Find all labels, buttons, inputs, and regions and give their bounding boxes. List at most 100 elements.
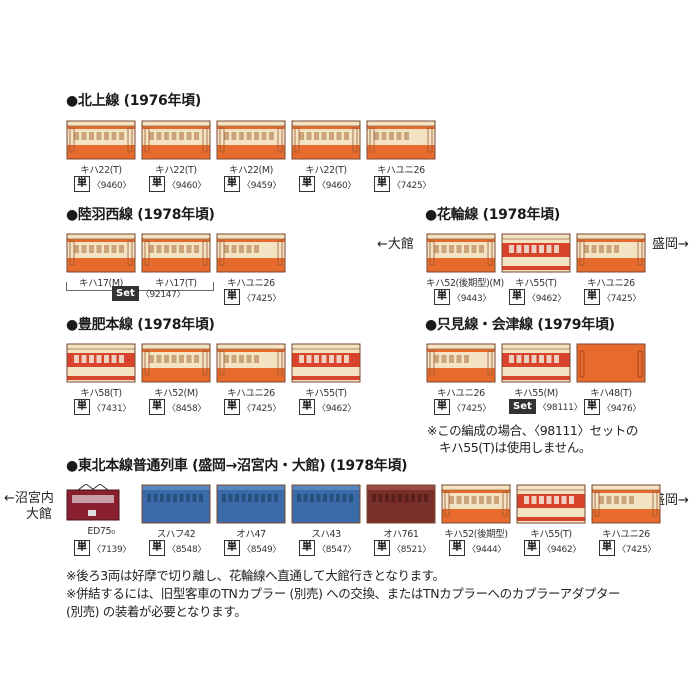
product-code: 〈7425〉 <box>602 293 642 304</box>
car-name: キハユニ26 <box>437 388 485 399</box>
car-name: キハ22(T) <box>80 165 122 176</box>
car-kiha55 <box>516 484 586 524</box>
car-code-row: 単〈9462〉 <box>524 540 581 556</box>
car-brown <box>366 484 436 524</box>
single-badge: 単 <box>149 399 165 415</box>
car-name: キハ17(M) <box>79 278 123 289</box>
car-code-row: 単〈8458〉 <box>149 399 206 415</box>
car-code-row: 単〈9462〉 <box>509 289 566 305</box>
car-name: キハユニ26 <box>377 165 425 176</box>
footnote-3: (別売) の装着が必要となります。 <box>66 604 247 619</box>
set-bracket <box>66 282 214 291</box>
single-badge: 単 <box>74 176 90 192</box>
section-title-uusai: ●陸羽西線 (1978年頃) <box>66 207 215 223</box>
car-kihayuni <box>426 343 496 383</box>
car-kihayuni <box>576 233 646 273</box>
tadami-note-line2: キハ55(T)は使用しません。 <box>439 440 591 455</box>
car-kiha55 <box>291 343 361 383</box>
tohoku-from-dest-1: ←沼宮内 <box>4 491 54 506</box>
single-badge: 単 <box>584 289 600 305</box>
car-code-row: 単〈9444〉 <box>449 540 506 556</box>
car-code-row: 単〈7425〉 <box>434 399 491 415</box>
section-title-hanawa: ●花輪線 (1978年頃) <box>425 207 560 223</box>
single-badge: 単 <box>149 540 165 556</box>
car-kihayuni <box>366 120 436 160</box>
product-code: 〈8547〉 <box>317 544 357 555</box>
car-kiha55 <box>501 343 571 383</box>
car-name: キハ58(T) <box>80 388 122 399</box>
car-name: オハ761 <box>383 529 419 540</box>
single-badge: 単 <box>584 399 600 415</box>
car-code-row: 単〈7139〉 <box>74 540 131 556</box>
car-code-row: 単〈8521〉 <box>374 540 431 556</box>
product-code: 〈9443〉 <box>452 293 492 304</box>
single-badge: 単 <box>299 176 315 192</box>
car-kiha22 <box>66 120 136 160</box>
tadami-note-line1: ※この編成の場合、〈98111〉セットの <box>427 423 638 438</box>
set-badge: Set <box>112 286 139 301</box>
product-code: 〈98111〉 <box>537 403 583 413</box>
product-code: 〈7425〉 <box>242 403 282 414</box>
car-name: キハユニ26 <box>602 529 650 540</box>
car-name: キハ52(後期型) <box>444 529 508 540</box>
single-badge: 単 <box>149 176 165 192</box>
product-code: 〈9459〉 <box>242 180 282 191</box>
car-kihayuni <box>216 233 286 273</box>
car-kiha52 <box>426 233 496 273</box>
car-name: スハ43 <box>311 529 341 540</box>
single-badge: 単 <box>374 176 390 192</box>
car-kiha22 <box>291 120 361 160</box>
car-kiha52 <box>441 484 511 524</box>
product-code: 〈9460〉 <box>317 180 357 191</box>
hanawa-to-dest: 盛岡→ <box>652 237 689 252</box>
car-name: キハ55(T) <box>305 388 347 399</box>
set-code: 〈92147〉 <box>140 290 186 300</box>
car-name: キハ52(M) <box>154 388 198 399</box>
car-code-row: 単〈7425〉 <box>584 289 641 305</box>
car-blue <box>291 484 361 524</box>
car-kihayuni <box>216 343 286 383</box>
car-name: キハ17(T) <box>155 278 197 289</box>
product-code: 〈8549〉 <box>242 544 282 555</box>
car-name: キハ55(M) <box>514 388 558 399</box>
car-name: キハユニ26 <box>227 388 275 399</box>
car-code-row: 単〈8547〉 <box>299 540 356 556</box>
car-code-row: 単〈9460〉 <box>149 176 206 192</box>
car-code-row: 単〈9443〉 <box>434 289 491 305</box>
car-code-row: 単〈7425〉 <box>224 289 281 305</box>
car-kiha22 <box>141 120 211 160</box>
car-blue <box>216 484 286 524</box>
car-name: キハ22(T) <box>155 165 197 176</box>
car-kiha55 <box>501 233 571 273</box>
footnote-1: ※後ろ3両は好摩で切り離し、花輪線へ直通して大館行きとなります。 <box>66 568 445 583</box>
car-name: キハ52(後期型)(M) <box>426 278 504 289</box>
single-badge: 単 <box>224 176 240 192</box>
product-code: 〈9476〉 <box>602 403 642 414</box>
car-name: キハ48(T) <box>590 388 632 399</box>
car-code-row: 単〈9460〉 <box>74 176 131 192</box>
car-kiha52 <box>141 343 211 383</box>
single-badge: 単 <box>434 289 450 305</box>
footnote-2: ※併結するには、旧型客車のTNカプラー (別売) への交換、またはTNカプラーへ… <box>66 586 621 601</box>
tohoku-from-dest-2: 大館 <box>26 507 53 522</box>
car-kiha17 <box>141 233 211 273</box>
single-badge: 単 <box>599 540 615 556</box>
product-code: 〈8548〉 <box>167 544 207 555</box>
product-code: 〈9462〉 <box>317 403 357 414</box>
set-badge: Set <box>509 399 536 414</box>
single-badge: 単 <box>509 289 525 305</box>
car-name: キハ22(T) <box>305 165 347 176</box>
car-kiha58 <box>66 343 136 383</box>
car-name: キハユニ26 <box>587 278 635 289</box>
product-code: 〈7425〉 <box>392 180 432 191</box>
car-kiha22 <box>216 120 286 160</box>
car-name: キハユニ26 <box>227 278 275 289</box>
product-code: 〈9462〉 <box>542 544 582 555</box>
single-badge: 単 <box>299 399 315 415</box>
car-name: キハ55(T) <box>515 278 557 289</box>
single-badge: 単 <box>434 399 450 415</box>
car-code-row: 単〈8549〉 <box>224 540 281 556</box>
tohoku-to-dest: 盛岡→ <box>652 493 689 508</box>
car-kiha17 <box>66 233 136 273</box>
car-code-row: 単〈9459〉 <box>224 176 281 192</box>
